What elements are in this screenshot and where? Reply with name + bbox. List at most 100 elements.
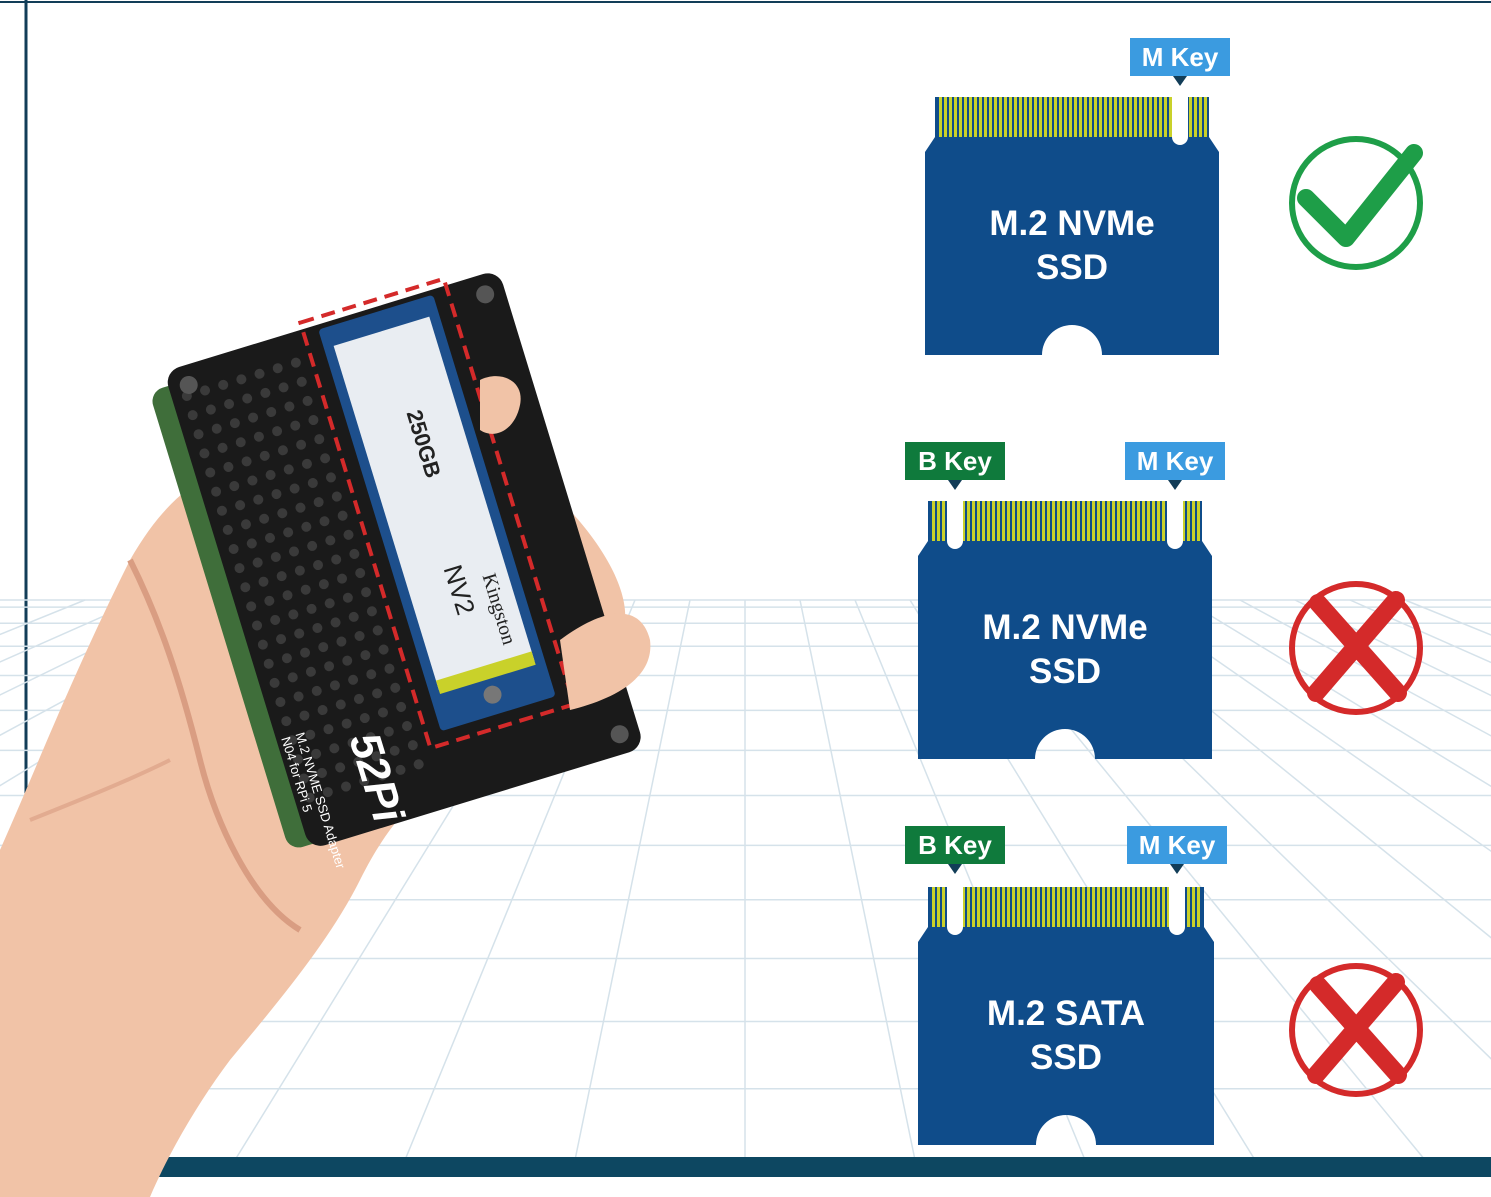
- contact-pin: [1192, 501, 1195, 541]
- vent-hole: [276, 571, 287, 582]
- key-notch: [947, 885, 963, 927]
- grid-line: [1129, 599, 1491, 853]
- vent-hole: [217, 442, 228, 453]
- vent-hole: [311, 685, 322, 696]
- vent-hole: [283, 464, 294, 475]
- contact-pin: [1122, 501, 1125, 541]
- vent-hole: [289, 483, 300, 494]
- contact-pin: [1032, 887, 1035, 927]
- contact-pin: [1112, 887, 1115, 927]
- vent-hole: [320, 453, 331, 464]
- contact-pin: [942, 887, 945, 927]
- contact-pin: [977, 887, 980, 927]
- bottom-bar: [150, 1157, 1491, 1177]
- vent-hole: [234, 563, 245, 574]
- vent-hole: [304, 792, 315, 803]
- contact-pin: [1092, 501, 1095, 541]
- vent-hole: [377, 770, 388, 781]
- contact-pin: [1204, 97, 1207, 137]
- vent-hole: [337, 510, 348, 521]
- key-notch: [947, 499, 963, 541]
- vent-hole: [359, 775, 370, 786]
- key-notch-end: [1167, 533, 1183, 549]
- contact-pin: [1017, 501, 1020, 541]
- vent-hole: [365, 732, 376, 743]
- contact-pin: [1042, 887, 1045, 927]
- contact-pin: [1169, 97, 1172, 137]
- ssd-type-line1: M.2 SATA: [986, 994, 1146, 1033]
- contact-pin: [964, 97, 967, 137]
- contact-pin: [982, 887, 985, 927]
- contact-pin: [1142, 887, 1145, 927]
- contact-pin: [1109, 97, 1112, 137]
- contact-pin: [1002, 887, 1005, 927]
- key-notch: [1172, 95, 1188, 137]
- contact-pin: [1154, 97, 1157, 137]
- contact-pin: [932, 887, 935, 927]
- key-pointer: [948, 864, 962, 874]
- vent-hole: [361, 587, 372, 598]
- contact-pin: [1077, 501, 1080, 541]
- vent-hole: [329, 743, 340, 754]
- contact-pin: [1162, 887, 1165, 927]
- vent-hole: [288, 546, 299, 557]
- grid-line: [799, 599, 916, 1161]
- vent-hole: [254, 368, 265, 379]
- vent-hole: [348, 674, 359, 685]
- contact-pin: [1097, 887, 1100, 927]
- contact-pin: [1187, 887, 1190, 927]
- vent-hole: [317, 705, 328, 716]
- contact-pin: [1194, 97, 1197, 137]
- contact-pin: [1152, 501, 1155, 541]
- vent-hole: [342, 655, 353, 666]
- hand-crease: [29, 758, 171, 822]
- contact-pin: [984, 97, 987, 137]
- contact-pin: [1007, 887, 1010, 927]
- vent-hole: [247, 475, 258, 486]
- contact-pin: [994, 97, 997, 137]
- vent-hole: [311, 748, 322, 759]
- vent-hole: [407, 740, 418, 751]
- ssd-compatibility-list: [918, 76, 1423, 1145]
- vent-hole: [324, 598, 335, 609]
- key-notch-end: [1172, 129, 1188, 145]
- vent-hole: [240, 582, 251, 593]
- contact-pin: [987, 887, 990, 927]
- vent-hole: [246, 601, 257, 612]
- vent-hole: [292, 754, 303, 765]
- vent-hole: [252, 620, 263, 631]
- vent-hole: [258, 576, 269, 587]
- vent-hole: [259, 450, 270, 461]
- m-key-label: M Key: [1127, 826, 1227, 864]
- vent-hole: [241, 456, 252, 467]
- contact-pin: [1137, 501, 1140, 541]
- key-pointer: [1173, 76, 1187, 86]
- vent-hole: [235, 437, 246, 448]
- ssd-type-line1: M.2 NVMe: [989, 204, 1155, 243]
- vent-hole: [294, 628, 305, 639]
- vent-hole: [211, 486, 222, 497]
- ssd-pins: [435, 651, 536, 694]
- vent-hole: [187, 410, 198, 421]
- vent-hole: [318, 642, 329, 653]
- contact-pin: [1087, 501, 1090, 541]
- gold-contacts: [932, 501, 1200, 541]
- vent-hole: [329, 680, 340, 691]
- grid-line: [1404, 599, 1491, 636]
- vent-hole: [266, 407, 277, 418]
- contact-pin: [1077, 887, 1080, 927]
- contact-pin: [1064, 97, 1067, 137]
- contact-pin: [1062, 501, 1065, 541]
- contact-pin: [1044, 97, 1047, 137]
- check-circle-icon: [1289, 136, 1423, 270]
- vent-hole: [269, 677, 280, 688]
- contact-pin: [1004, 97, 1007, 137]
- contact-pin: [1152, 887, 1155, 927]
- contact-pin: [939, 97, 942, 137]
- vent-hole: [296, 439, 307, 450]
- vent-hole: [325, 535, 336, 546]
- contact-pin: [1069, 97, 1072, 137]
- vent-hole: [272, 426, 283, 437]
- contact-pin: [1042, 501, 1045, 541]
- vent-hole: [222, 524, 233, 535]
